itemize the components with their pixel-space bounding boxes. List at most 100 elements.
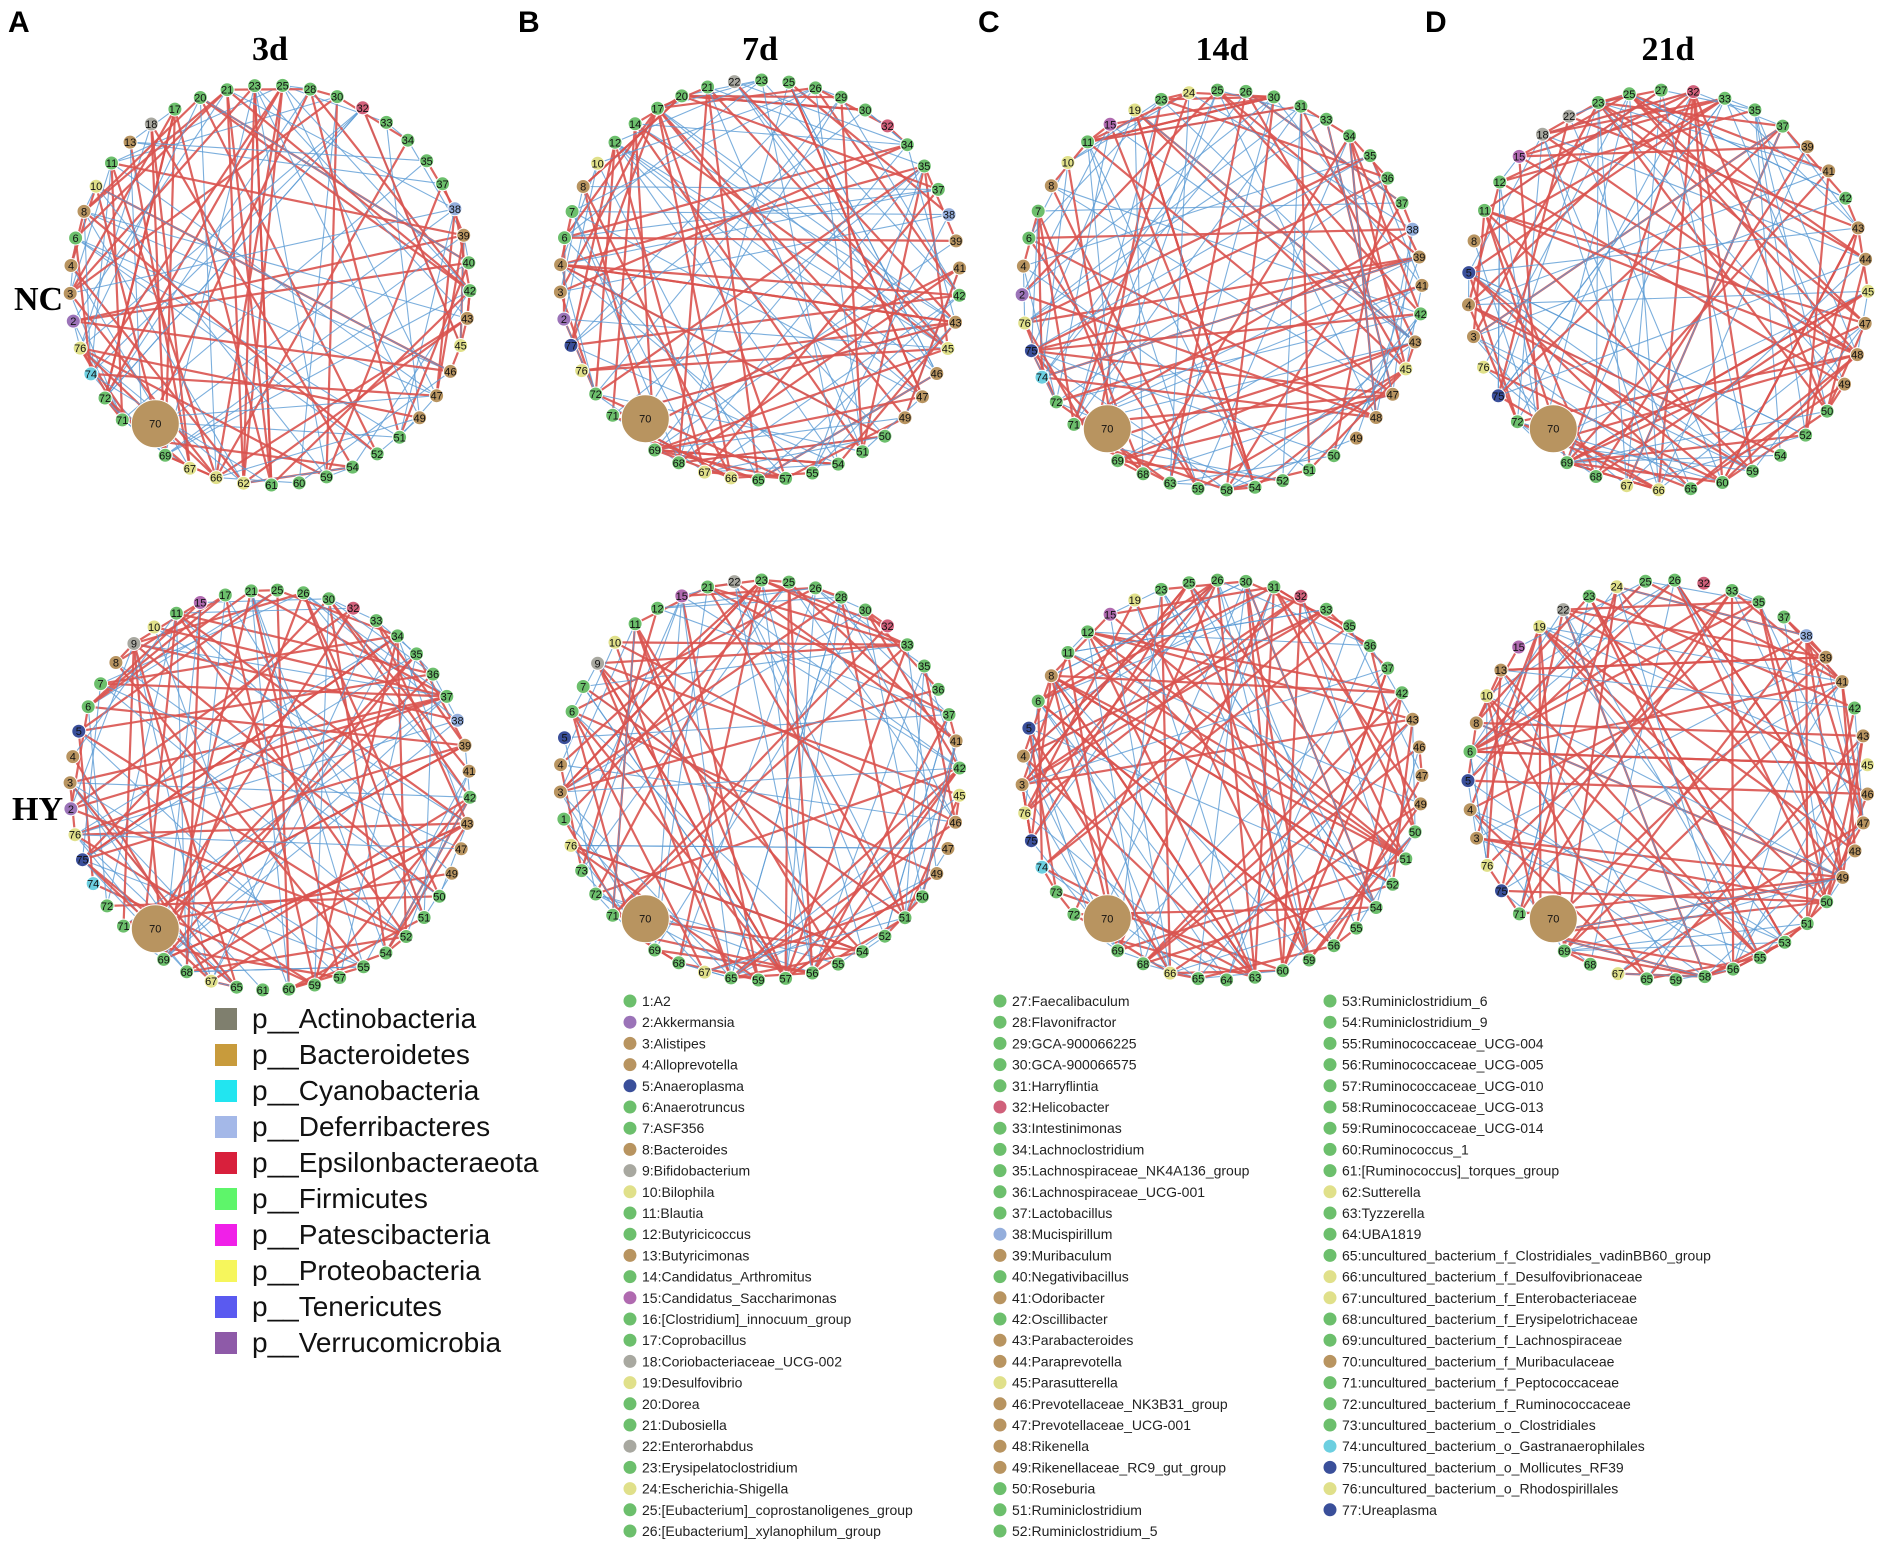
node-36	[1380, 170, 1396, 186]
genus-swatch	[623, 1227, 637, 1241]
genus-label: 57:Ruminococcaceae_UCG-010	[1342, 1078, 1544, 1094]
node-22	[726, 574, 742, 590]
genus-label: 32:Helicobacter	[1012, 1099, 1110, 1115]
positive-edge	[1187, 582, 1311, 961]
positive-edge	[133, 601, 201, 645]
node-12	[650, 600, 665, 616]
node-label: 35	[918, 161, 930, 173]
positive-edge	[141, 607, 355, 945]
positive-edge	[1169, 802, 1422, 975]
positive-edge	[1072, 579, 1219, 915]
negative-edge	[1469, 751, 1488, 866]
negative-edge	[1392, 229, 1414, 395]
positive-edge	[89, 84, 284, 375]
negative-edge	[657, 607, 950, 716]
positive-edge	[336, 95, 409, 142]
node-2	[65, 313, 81, 329]
node-8	[1468, 715, 1484, 731]
negative-edge	[1028, 727, 1393, 885]
positive-edge	[564, 143, 908, 239]
node-38	[1798, 628, 1814, 644]
node-19	[1532, 619, 1548, 635]
node-7	[1030, 203, 1046, 219]
positive-edge	[78, 673, 434, 733]
node-50	[1819, 403, 1835, 419]
node-label: 49	[1414, 799, 1426, 811]
genus-label: 50:Roseburia	[1012, 1481, 1095, 1497]
positive-edge	[1692, 91, 1754, 472]
positive-edge	[1805, 635, 1865, 824]
negative-edge	[560, 764, 956, 823]
node-label: 54	[1249, 482, 1261, 494]
positive-edge	[1142, 718, 1414, 965]
positive-edge	[1468, 97, 1726, 274]
node-56	[804, 965, 820, 981]
positive-edge	[681, 94, 842, 99]
negative-edge	[1629, 93, 1846, 199]
node-label: 52	[1277, 476, 1289, 488]
node-label: 71	[607, 410, 619, 422]
node-label: 69	[1112, 946, 1124, 958]
node-23	[1590, 95, 1606, 110]
negative-edge	[1473, 125, 1784, 338]
node-label: 45	[1862, 286, 1874, 298]
node-58	[1219, 482, 1235, 498]
positive-edge	[175, 612, 468, 825]
positive-edge	[582, 95, 683, 188]
node-39	[1800, 139, 1815, 155]
node-4	[1015, 258, 1031, 274]
positive-edge	[150, 123, 191, 469]
genus-swatch	[623, 1206, 637, 1220]
negative-edge	[254, 85, 328, 477]
node-27	[1653, 82, 1669, 98]
positive-edge	[634, 586, 709, 625]
node-62	[236, 475, 251, 491]
negative-edge	[811, 214, 950, 474]
node-label: 59	[752, 975, 764, 987]
positive-edge	[1721, 353, 1859, 484]
node-66	[1162, 965, 1178, 981]
genus-swatch	[993, 1079, 1007, 1093]
column-title-7d: 7d	[742, 31, 778, 68]
negative-edge	[1473, 197, 1846, 338]
negative-edge	[1073, 341, 1416, 425]
negative-edge	[163, 719, 458, 960]
negative-edge	[1245, 581, 1377, 908]
genus-swatch	[993, 1142, 1007, 1156]
node-label: 65	[752, 475, 764, 487]
node-label: 49	[1350, 433, 1362, 445]
genus-label: 12:Butyricicoccus	[642, 1226, 751, 1242]
node-21	[700, 579, 716, 595]
negative-edge	[1109, 614, 1171, 974]
node-25	[781, 574, 797, 590]
node-54	[1368, 900, 1384, 915]
node-label: 6	[73, 233, 79, 245]
node-41	[1834, 674, 1850, 690]
phylum-label: p__Deferribacteres	[252, 1111, 490, 1142]
node-3	[62, 285, 78, 301]
node-label: 48	[1851, 350, 1863, 362]
genus-label: 58:Ruminococcaceae_UCG-013	[1342, 1099, 1544, 1115]
positive-edge	[1253, 586, 1275, 978]
phylum-label: p__Firmicutes	[252, 1183, 428, 1214]
node-14	[627, 116, 643, 132]
positive-edge	[1031, 312, 1421, 352]
node-label: 50	[879, 431, 891, 443]
node-label: 55	[1350, 923, 1362, 935]
node-label: 50	[916, 892, 928, 904]
node-49	[444, 865, 460, 881]
negative-edge	[1021, 667, 1388, 786]
genus-label: 18:Coriobacteriaceae_UCG-002	[642, 1353, 842, 1369]
node-label: 34	[402, 135, 414, 147]
node-label: 37	[1778, 612, 1790, 624]
genus-swatch	[1323, 1460, 1337, 1474]
negative-edge	[1754, 109, 1807, 436]
positive-edge	[923, 665, 957, 823]
positive-edge	[562, 818, 634, 935]
genus-label: 28:Flavonifractor	[1012, 1014, 1117, 1030]
negative-edge	[657, 107, 956, 323]
genus-swatch	[623, 1354, 637, 1368]
node-25	[781, 74, 797, 90]
node-label: 76	[1481, 860, 1493, 872]
